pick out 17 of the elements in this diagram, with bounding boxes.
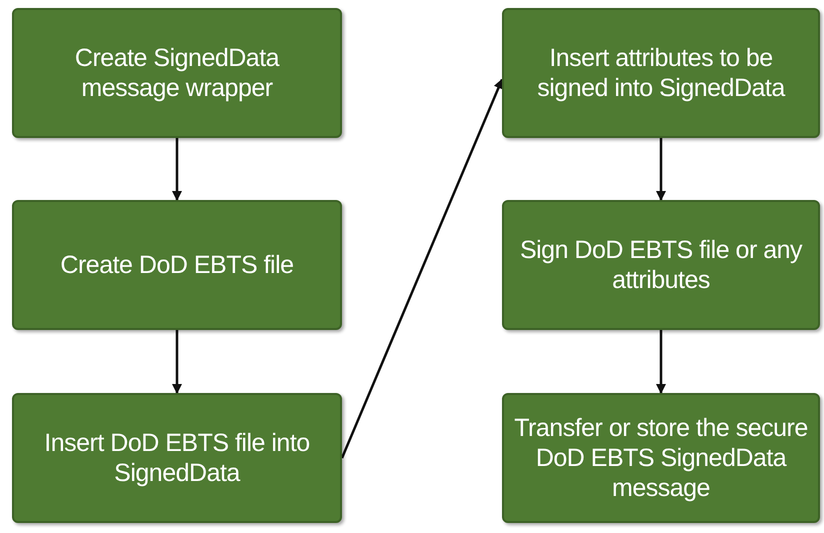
step-text: Create DoD EBTS file: [60, 250, 294, 280]
step-text: Sign DoD EBTS file or any attributes: [518, 235, 804, 295]
arrow: [172, 138, 182, 201]
process-box: [12, 8, 342, 138]
process-box: [502, 8, 820, 138]
step-text: Create SignedData message wrapper: [74, 43, 280, 103]
process-box: [12, 393, 342, 523]
step-text: Insert attributes to be signed into SignedData: [536, 43, 786, 103]
arrow: [656, 330, 666, 394]
arrow: [172, 330, 182, 394]
arrow: [656, 138, 666, 201]
process-box: [502, 200, 820, 330]
step-text: Insert DoD EBTS file into SignedData: [43, 428, 311, 488]
step-text: Transfer or store the secure DoD EBTS SignedData message: [514, 413, 808, 503]
process-box: [12, 200, 342, 330]
arrow: [340, 78, 504, 458]
process-box: [502, 393, 820, 523]
